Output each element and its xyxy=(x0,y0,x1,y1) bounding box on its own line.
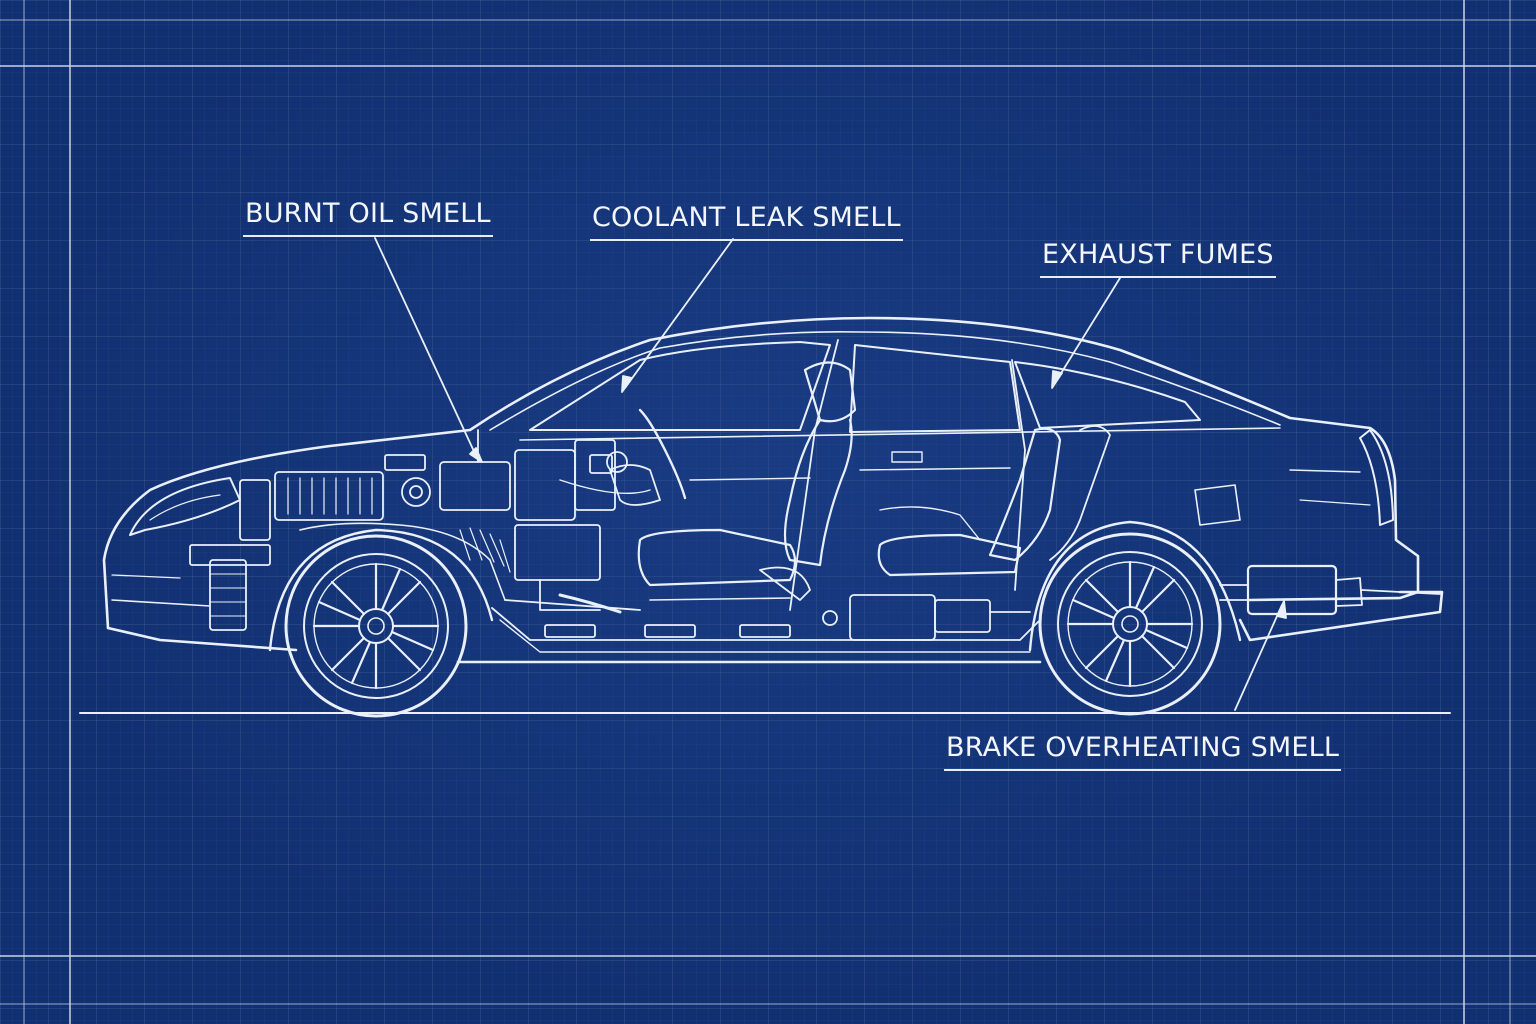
label-coolant-leak-smell: COOLANT LEAK SMELL xyxy=(590,203,903,241)
front-wheel xyxy=(284,534,468,718)
rear-wheel xyxy=(1038,532,1222,716)
leader-lines xyxy=(374,237,1287,711)
interior xyxy=(544,361,1441,641)
engine-bay xyxy=(189,429,641,631)
label-exhaust-fumes: EXHAUST FUMES xyxy=(1040,240,1276,278)
wheel-arches xyxy=(268,520,1242,652)
label-brake-overheating-smell: BRAKE OVERHEATING SMELL xyxy=(944,733,1342,771)
label-burnt-oil-smell: BURNT OIL SMELL xyxy=(243,199,493,237)
